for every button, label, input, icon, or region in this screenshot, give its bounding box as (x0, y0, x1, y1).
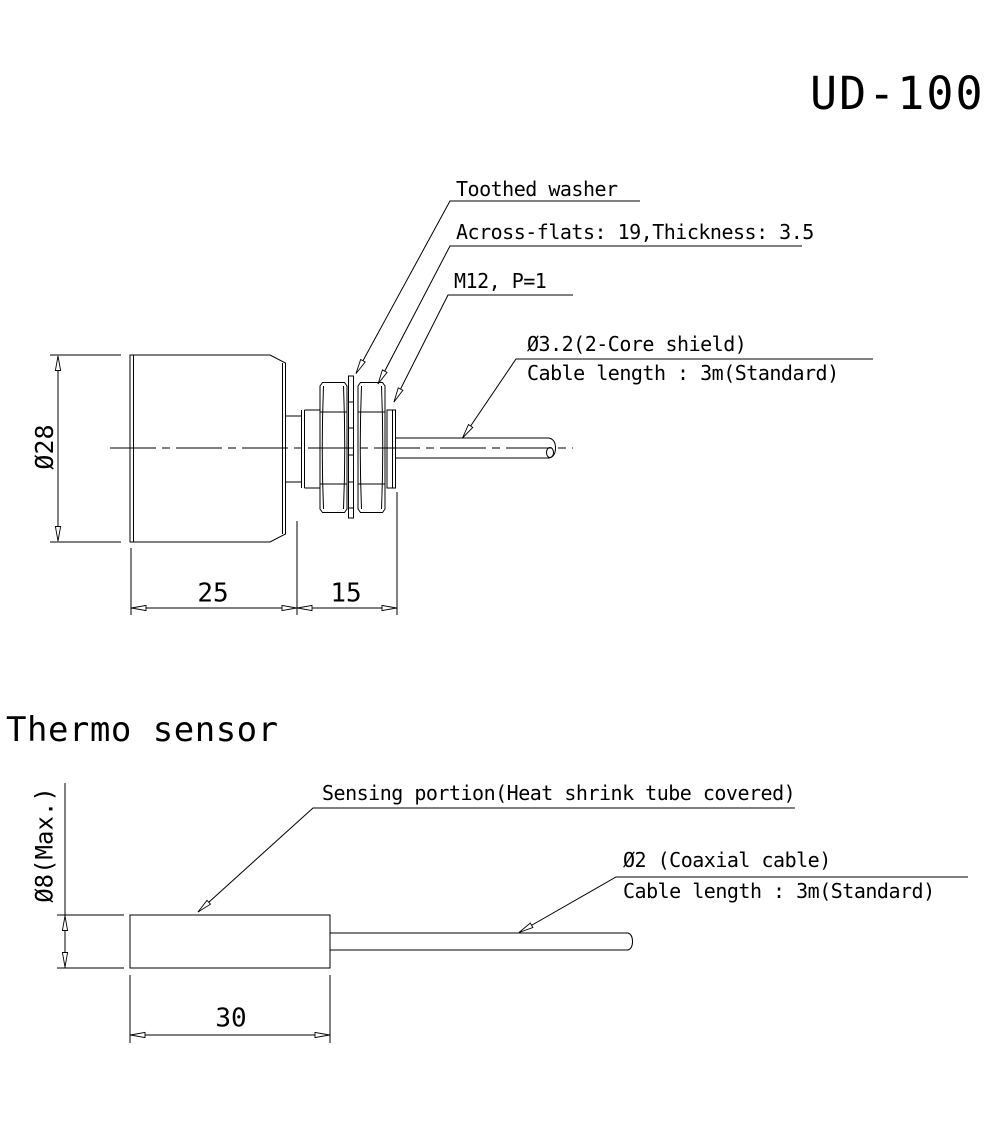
callout-thermo-cable-spec: Ø2 (Coaxial cable) (623, 848, 831, 872)
dim-thermo-max-diameter: Ø8(Max.) (30, 787, 59, 903)
callout-cable-length: Cable length : 3m(Standard) (527, 361, 839, 385)
dim-thread-length: 15 (330, 578, 362, 609)
ud100-toothed-washer (348, 375, 354, 519)
thermo-leader-lines (197, 807, 968, 933)
thermo-dimensions (57, 783, 331, 1043)
callout-cable-spec: Ø3.2(2-Core shield) (527, 332, 747, 356)
callout-toothed-washer: Toothed washer (456, 177, 618, 201)
callout-thread-spec: M12, P=1 (454, 269, 547, 293)
callout-across-flats: Across-flats: 19,Thickness: 3.5 (456, 220, 814, 244)
model-title: UD-100 (810, 67, 985, 120)
callout-sensing-portion: Sensing portion(Heat shrink tube covered… (322, 781, 796, 805)
ud100-body (129, 354, 320, 543)
dim-body-diameter: Ø28 (29, 424, 59, 470)
thermo-cable (330, 932, 634, 951)
thermo-body (129, 914, 331, 969)
dim-body-length: 25 (197, 578, 229, 609)
callout-thermo-cable-length: Cable length : 3m(Standard) (623, 879, 935, 903)
ud100-dimensions (50, 354, 398, 615)
section-heading-thermo-sensor: Thermo sensor (6, 710, 279, 750)
ud100-leader-lines (355, 200, 873, 439)
dim-thermo-body-length: 30 (215, 1003, 247, 1034)
